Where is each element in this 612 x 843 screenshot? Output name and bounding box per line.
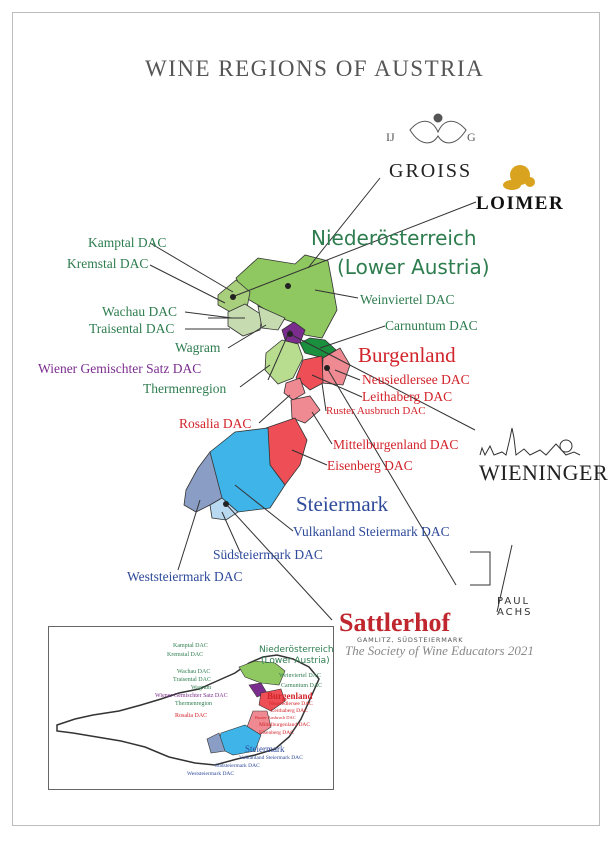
label-thermenregion: Thermenregion [143, 381, 227, 396]
label-wiener-gemischter-satz-dac: Wiener Gemischter Satz DAC [38, 361, 202, 376]
label-eisenberg-dac: Eisenberg DAC [327, 458, 413, 473]
region-mittelburgenland [290, 395, 321, 424]
credit-text: The Society of Wine Educators 2021 [345, 643, 534, 658]
inset-austria-outline [56, 654, 320, 766]
page-frame [12, 12, 600, 826]
inset-label-weststeiermark: Weststeiermark DAC [187, 771, 235, 777]
label-suedsteiermark-dac: Südsteiermark DAC [213, 547, 323, 562]
inset-label-niederoesterreich: Niederösterreich [259, 645, 334, 655]
label-vulkanland-steiermark-dac: Vulkanland Steiermark DAC [293, 524, 450, 539]
region-wachau [227, 303, 263, 337]
inset-label-kremstal: Kremstal DAC [167, 652, 204, 658]
inset-map: Kamptal DAC Kremstal DAC Wachau DAC Trai… [48, 626, 334, 790]
label-kremstal-dac: Kremstal DAC [67, 256, 149, 271]
wieninger-skyline-icon [479, 427, 581, 457]
inset-label-ruster: Ruster Ausbruch DAC [255, 715, 296, 720]
inset-label-neusiedlersee: Neusiedlersee DAC [269, 701, 313, 707]
region-rosalia [283, 377, 306, 401]
inset-label-wiener: Wiener Gemischter Satz DAC [155, 693, 228, 699]
inset-label-carnuntum: Carnuntum DAC [281, 683, 323, 689]
inset-label-wachau: Wachau DAC [177, 669, 211, 675]
page-title: WINE REGIONS OF AUSTRIA [145, 56, 485, 81]
logo-wieninger: WIENINGER [479, 460, 609, 485]
label-burgenland: Burgenland [358, 343, 456, 367]
label-wachau-dac: Wachau DAC [102, 304, 178, 319]
inset-label-suedsteiermark: Südsteiermark DAC [215, 763, 260, 769]
region-suedsteiermark [209, 497, 239, 521]
label-carnuntum-dac: Carnuntum DAC [385, 318, 478, 333]
label-rosalia-dac: Rosalia DAC [179, 416, 252, 431]
label-weinviertel-dac: Weinviertel DAC [360, 292, 455, 307]
label-steiermark: Steiermark [296, 492, 389, 516]
paul-achs-icon [470, 544, 513, 613]
inset-label-leithaberg: Leithaberg DAC [271, 708, 308, 714]
label-leithaberg-dac: Leithaberg DAC [362, 389, 453, 404]
label-traisental-dac: Traisental DAC [89, 321, 175, 336]
logo-achs: ACHS [497, 607, 533, 618]
region-wagram [257, 305, 286, 331]
label-lower-austria: (Lower Austria) [337, 255, 490, 279]
label-niederoesterreich: Niederösterreich [311, 226, 477, 250]
logo-ijg-left: IJ [386, 130, 395, 144]
inset-label-rosalia: Rosalia DAC [175, 713, 208, 719]
label-neusiedlersee-dac: Neusiedlersee DAC [362, 372, 470, 387]
inset-label-weinviertel: Weinviertel DAC [279, 673, 322, 679]
inset-label-traisental: Traisental DAC [173, 677, 211, 683]
logo-paul: PAUL [497, 596, 531, 607]
inset-label-mittelburgenland: Mittelburgenland DAC [259, 722, 311, 728]
inset-label-eisenberg: Eisenberg DAC [259, 730, 294, 736]
logo-sattlerhof-subtitle: GAMLITZ, SÜDSTEIERMARK [357, 636, 464, 644]
label-ruster-ausbruch-dac: Ruster Ausbruch DAC [326, 405, 426, 417]
inset-label-steiermark: Steiermark [245, 744, 285, 754]
inset-label-kamptal: Kamptal DAC [173, 643, 208, 649]
region-leithaberg [295, 355, 324, 391]
inset-label-burgenland: Burgenland [267, 691, 313, 701]
groiss-emblem-icon [409, 113, 467, 144]
label-wagram: Wagram [175, 340, 221, 355]
inset-label-lower-austria: (Lower Austria) [261, 656, 330, 666]
logo-ijg-right: G [467, 130, 476, 144]
logo-loimer: LOIMER [476, 193, 565, 214]
inset-label-thermenregion: Thermenregion [175, 701, 212, 707]
loimer-lion-icon [503, 165, 535, 190]
label-kamptal-dac: Kamptal DAC [88, 235, 167, 250]
logo-groiss: GROISS [389, 160, 473, 182]
logo-sattlerhof: Sattlerhof [339, 608, 451, 637]
inset-label-vulkanland: Vulkanland Steiermark DAC [239, 755, 303, 761]
region-thermenregion [264, 339, 304, 385]
label-mittelburgenland-dac: Mittelburgenland DAC [333, 437, 459, 452]
inset-label-wagram: Wagram [191, 685, 212, 691]
label-weststeiermark-dac: Weststeiermark DAC [127, 569, 243, 584]
